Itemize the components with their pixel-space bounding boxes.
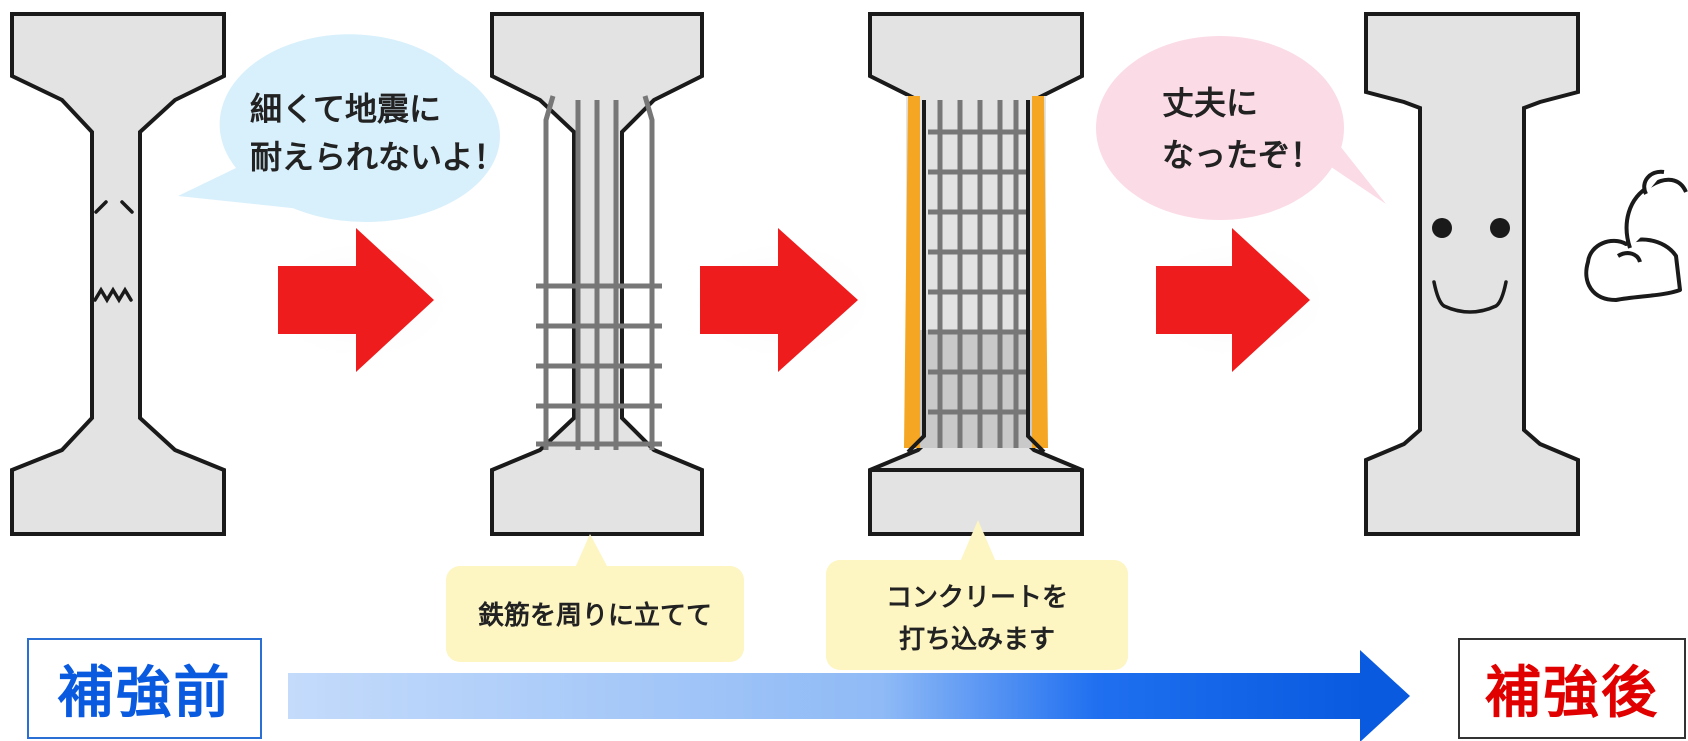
rebar-cage	[928, 100, 1030, 448]
bubble-before-line1: 細くて地震に	[250, 90, 441, 128]
column-rebar	[490, 12, 704, 536]
timeline-arrow	[288, 650, 1410, 741]
flexed-arm-icon	[1584, 169, 1688, 302]
column-concrete	[868, 12, 1084, 536]
speech-bubble-before: 細くて地震に 耐えられないよ！	[178, 34, 505, 222]
note-rebar-line1: 鉄筋を周りに立てて	[478, 600, 712, 631]
note-rebar: 鉄筋を周りに立てて	[446, 534, 744, 662]
speech-bubble-after: 丈夫に なったぞ！	[1096, 36, 1386, 220]
happy-face-icon	[1432, 218, 1510, 314]
rebar-cage	[536, 95, 662, 450]
bubble-after-line2: なったぞ！	[1162, 136, 1322, 174]
label-after-reinforcement: 補強後	[1458, 638, 1686, 739]
note-concrete: コンクリートを 打ち込みます	[826, 520, 1128, 670]
formwork	[904, 96, 1048, 448]
red-arrow-icon	[1136, 228, 1336, 372]
column-before	[10, 12, 226, 536]
red-arrow-icon	[682, 228, 882, 372]
bubble-after-line1: 丈夫に	[1162, 84, 1258, 122]
note-concrete-line2: 打ち込みます	[899, 625, 1055, 655]
bubble-before-line2: 耐えられないよ！	[250, 138, 505, 176]
red-arrow-icon	[260, 228, 460, 372]
note-concrete-line1: コンクリートを	[886, 583, 1068, 613]
column-after	[1364, 12, 1580, 536]
label-before-reinforcement: 補強前	[27, 638, 262, 739]
weak-face-icon	[93, 200, 134, 304]
